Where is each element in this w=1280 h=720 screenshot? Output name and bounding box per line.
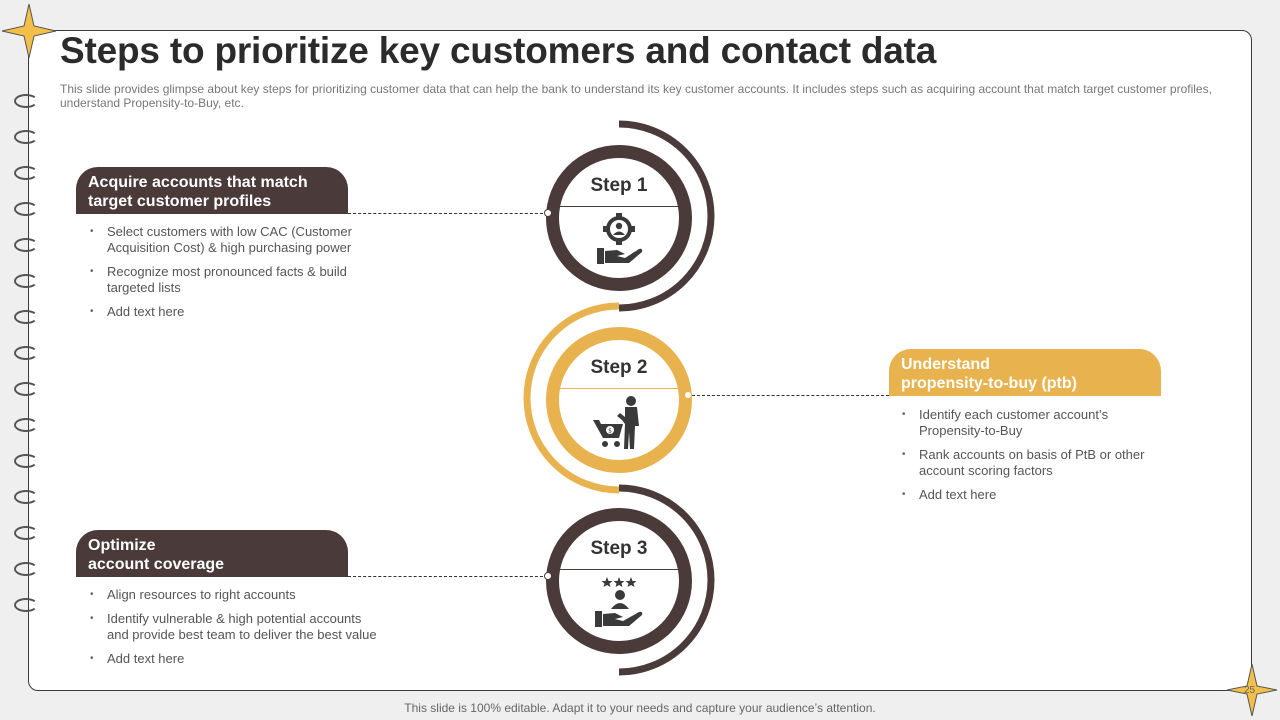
page-number: 25 (1244, 685, 1256, 696)
ring (14, 598, 38, 612)
page-subtitle: This slide provides glimpse about key st… (60, 82, 1212, 110)
step-3-label: Step 3 (590, 538, 648, 559)
ring (14, 490, 38, 504)
step-connector-arcs (523, 120, 715, 676)
ring (14, 526, 38, 540)
section-3-bullets: Align resources to right accounts Identi… (88, 587, 408, 675)
section-1-heading: Acquire accounts that match target custo… (76, 167, 348, 214)
step-divider (559, 388, 679, 389)
ring (14, 562, 38, 576)
list-item: Select customers with low CAC (CustomerA… (88, 224, 388, 256)
list-item: Add text here (900, 487, 1200, 503)
rated-user-hand-icon (595, 577, 643, 627)
step-3-circle: Step 3 (546, 508, 692, 654)
ring (14, 238, 38, 252)
shopper-cart-icon: $ (593, 396, 639, 449)
ring (14, 274, 38, 288)
ring (14, 454, 38, 468)
section-2-connector (692, 395, 889, 396)
connector-dot (684, 391, 692, 399)
heading-line: Acquire accounts that match (88, 174, 308, 191)
section-3-connector (348, 576, 548, 577)
list-item: Identify each customer account’sPropensi… (900, 407, 1200, 439)
section-2-bullets: Identify each customer account’sPropensi… (900, 407, 1200, 511)
heading-line: propensity-to-buy (ptb) (901, 375, 1077, 392)
list-item: Align resources to right accounts (88, 587, 408, 603)
heading-line: account coverage (88, 556, 225, 573)
list-item: Identify vulnerable & high potential acc… (88, 611, 408, 643)
ring (14, 166, 38, 180)
list-item: Add text here (88, 651, 408, 667)
list-item: Recognize most pronounced facts & buildt… (88, 264, 388, 296)
svg-text:$: $ (608, 428, 612, 435)
section-2-heading: Understand propensity-to-buy (ptb) (889, 349, 1161, 396)
footer-note: This slide is 100% editable. Adapt it to… (404, 701, 876, 715)
gear-user-hand-icon (597, 213, 643, 264)
list-item: Add text here (88, 304, 388, 320)
section-3-heading: Optimize account coverage (76, 530, 348, 577)
section-1-connector (348, 213, 548, 214)
star-icon (1226, 663, 1278, 717)
section-1-bullets: Select customers with low CAC (CustomerA… (88, 224, 388, 328)
ring (14, 418, 38, 432)
star-icon (1, 3, 57, 59)
ring (14, 310, 38, 324)
step-1-circle: Step 1 (546, 145, 692, 291)
heading-line: target customer profiles (88, 193, 272, 210)
step-divider (559, 206, 679, 207)
connector-dot (544, 209, 552, 217)
ring (14, 346, 38, 360)
step-2-circle: Step 2 $ (546, 327, 692, 473)
step-1-label: Step 1 (590, 175, 648, 196)
step-2-label: Step 2 (590, 357, 648, 378)
list-item: Rank accounts on basis of PtB or otherac… (900, 447, 1200, 479)
connector-dot (544, 572, 552, 580)
ring (14, 94, 38, 108)
ring (14, 202, 38, 216)
heading-line: Understand (901, 356, 990, 373)
ring (14, 130, 38, 144)
page-title: Steps to prioritize key customers and co… (60, 30, 937, 71)
ring (14, 382, 38, 396)
heading-line: Optimize (88, 537, 156, 554)
step-divider (559, 569, 679, 570)
